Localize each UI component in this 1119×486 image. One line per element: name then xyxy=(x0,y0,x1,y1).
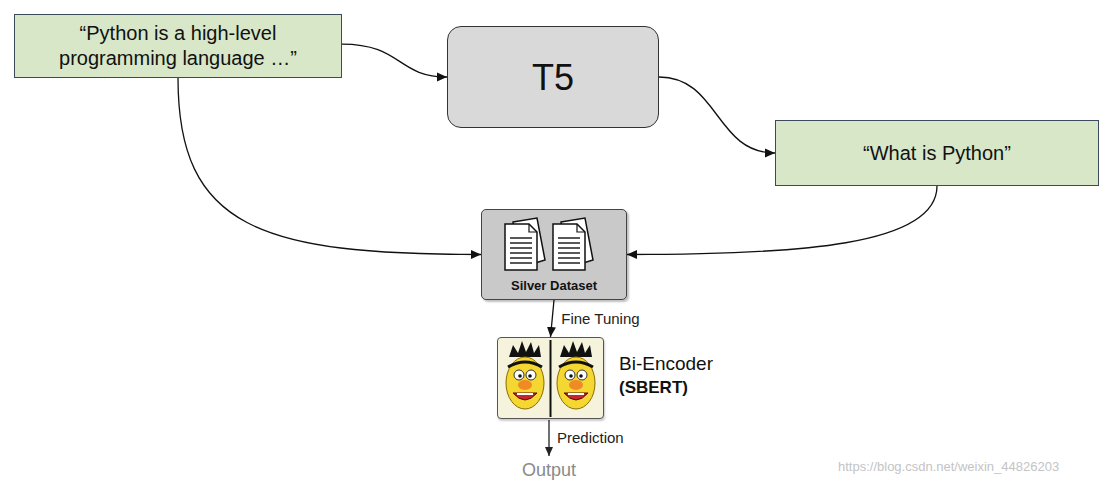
node-text: “What is Python” xyxy=(863,141,1011,166)
connector xyxy=(178,78,481,255)
encoder-box: Bi-Encoder(SBERT) xyxy=(497,337,604,419)
connector xyxy=(627,186,937,255)
question-box: “What is Python” xyxy=(775,120,1099,186)
node-text: Silver Dataset xyxy=(482,278,626,294)
edge-label: Fine Tuning xyxy=(559,310,641,327)
output-label: Output xyxy=(522,460,576,481)
bert-faces xyxy=(497,337,604,419)
watermark: https://blog.csdn.net/weixin_44826203 xyxy=(838,459,1059,474)
connector xyxy=(659,77,775,153)
document-icons xyxy=(499,216,599,272)
edge-caption: Prediction xyxy=(557,429,624,446)
node-text: (SBERT) xyxy=(619,377,688,398)
node-text: T5 xyxy=(532,55,574,100)
node-text: “Python is a high-level programming lang… xyxy=(27,21,329,71)
connector xyxy=(342,44,447,77)
dataset-box: Silver Dataset xyxy=(481,209,627,300)
text-box: “Python is a high-level programming lang… xyxy=(14,14,342,78)
model-box: T5 xyxy=(447,26,659,128)
prediction-arrow xyxy=(548,420,549,456)
connector xyxy=(551,300,555,337)
node-text: Bi-Encoder xyxy=(619,352,713,376)
